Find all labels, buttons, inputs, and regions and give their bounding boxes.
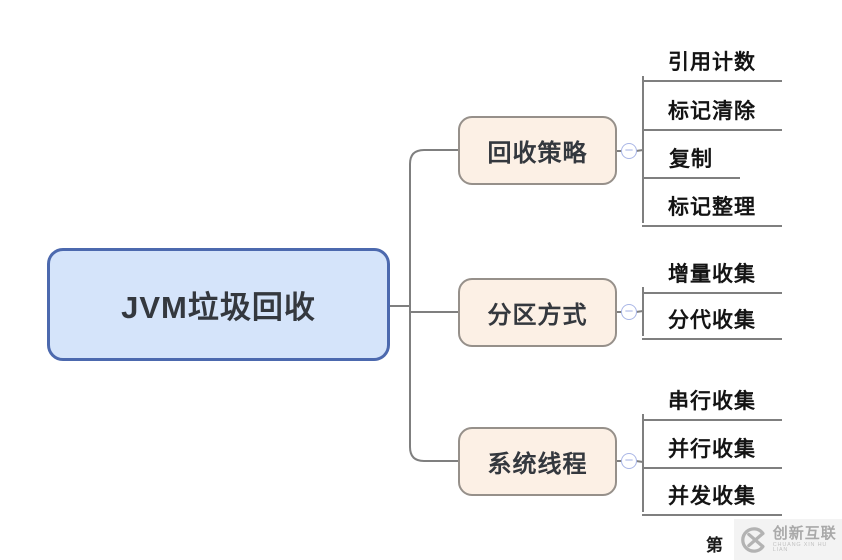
collapse-minus-icon[interactable]: − [621,304,637,320]
branch-node-system-thread[interactable]: 系统线程 [458,427,617,496]
leaf-node-mark-sweep[interactable]: 标记清除 [642,85,782,131]
collapse-minus-icon[interactable]: − [621,143,637,159]
root-node-jvm-gc[interactable]: JVM垃圾回收 [47,248,390,361]
watermark-brand: 创新互联 [772,524,837,542]
leaf-rail-3 [642,414,644,512]
stray-glyph: 第 [706,536,723,555]
branch-node-recycle-strategy[interactable]: 回收策略 [458,116,617,185]
leaf-node-concurrent-collection[interactable]: 并发收集 [642,470,782,516]
leaf-node-reference-counting[interactable]: 引用计数 [642,36,782,82]
leaf-node-generational-collection[interactable]: 分代收集 [642,294,782,340]
collapse-minus-icon[interactable]: − [621,453,637,469]
watermark: 创新互联 CHUANG XIN HU LIAN [734,519,842,560]
leaf-node-mark-compact[interactable]: 标记整理 [642,181,782,227]
watermark-brand-sub: CHUANG XIN HU LIAN [772,541,828,553]
cx-logo-icon [741,526,765,553]
leaf-rail-2 [642,287,644,336]
leaf-node-copying[interactable]: 复制 [642,133,740,179]
leaf-rail-1 [642,76,644,223]
leaf-node-incremental-collection[interactable]: 增量收集 [642,248,782,294]
branch-node-partition-method[interactable]: 分区方式 [458,278,617,347]
leaf-node-parallel-collection[interactable]: 并行收集 [642,423,782,469]
watermark-text: 创新互联 CHUANG XIN HU LIAN [773,526,842,554]
leaf-node-serial-collection[interactable]: 串行收集 [642,375,782,421]
